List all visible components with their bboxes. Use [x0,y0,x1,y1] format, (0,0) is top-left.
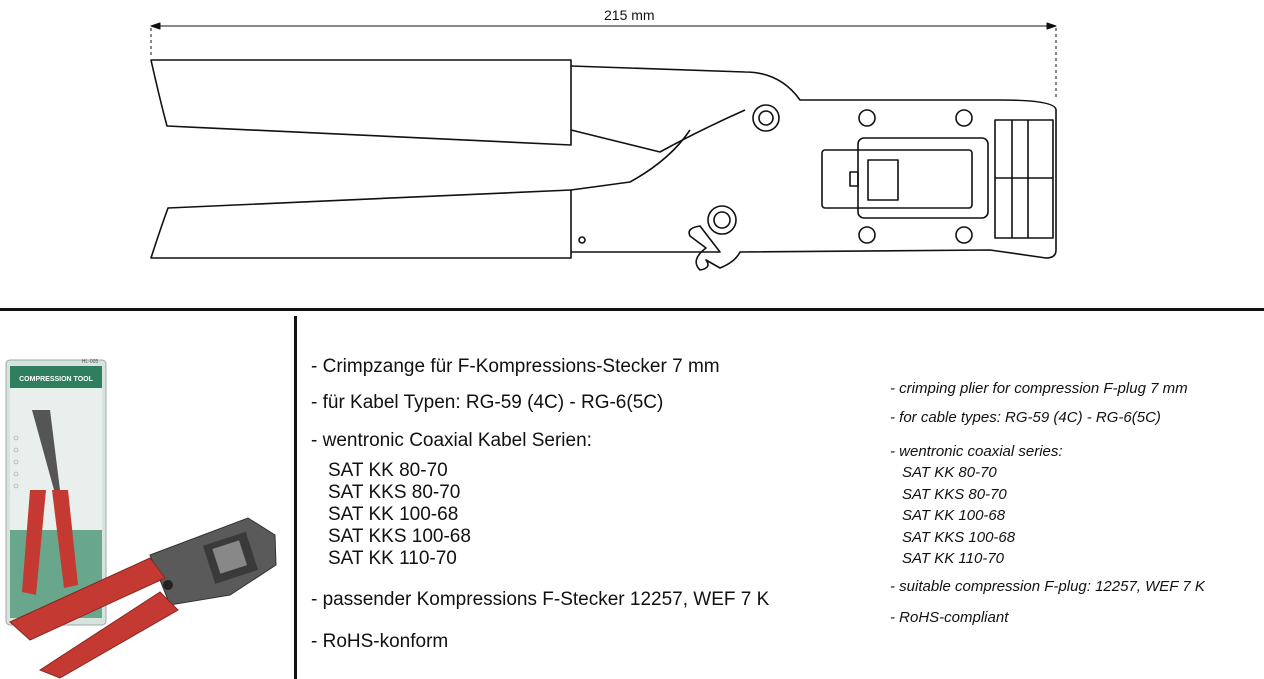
english-item-cable-types: - for cable types: RG-59 (4C) - RG-6(5C) [890,409,1161,426]
dimension-line [150,22,1057,100]
packaging-card: COMPRESSION TOOL HL-005 [5,359,107,626]
list-item: SAT KKS 100-68 [902,528,1016,546]
crimp-head-frame [821,149,973,209]
list-item: SAT KK 80-70 [328,460,448,481]
upper-handle [150,59,572,146]
list-item: SAT KKS 100-68 [328,526,471,547]
list-item: SAT KK 110-70 [902,550,1004,567]
german-series-list: SAT KK 80-70 SAT KKS 80-70 SAT KK 100-68… [328,460,471,570]
body-hole [955,226,973,244]
upper-lever-edge [570,109,746,153]
body-hole [858,109,876,127]
upper-pivot [752,104,780,132]
german-item-rohs: - RoHS-konform [311,631,449,652]
crimp-jaw [994,119,1054,239]
plier-technical-drawing: 215 mm [150,7,1057,271]
list-item: SAT KK 80-70 [902,464,997,481]
list-item: SAT KK 100-68 [328,504,459,525]
plier-body [570,65,1057,271]
tool-photo [9,517,277,679]
german-item-series-heading: - wentronic Coaxial Kabel Serien: [311,430,592,451]
svg-text:HL-005: HL-005 [82,359,99,365]
english-item-plier: - crimping plier for compression F-plug … [890,380,1188,397]
body-hole [858,226,876,244]
body-hole [955,109,973,127]
list-item: SAT KKS 80-70 [328,482,461,503]
english-series-list: SAT KK 80-70 SAT KKS 80-70 SAT KK 100-68… [902,462,1015,570]
english-item-series-heading: - wentronic coaxial series: [890,443,1063,460]
vertical-divider [294,316,297,679]
small-hole [578,236,586,244]
lower-handle [150,189,572,259]
lower-lever-edge [570,129,691,191]
german-item-plier: - Crimpzange für F-Kompressions-Stecker … [311,356,720,377]
list-item: SAT KK 100-68 [902,507,1006,524]
svg-text:COMPRESSION TOOL: COMPRESSION TOOL [19,376,93,383]
list-item: SAT KKS 80-70 [902,485,1007,503]
product-photo: COMPRESSION TOOL HL-005 [5,359,277,679]
dimension-label: 215 mm [604,7,655,23]
german-item-cable-types: - für Kabel Typen: RG-59 (4C) - RG-6(5C) [311,392,664,413]
english-item-plug: - suitable compression F-plug: 12257, WE… [890,578,1205,595]
list-item: SAT KK 110-70 [328,548,457,569]
lower-pivot [707,205,737,235]
german-item-plug: - passender Kompressions F-Stecker 12257… [311,589,770,610]
horizontal-divider [0,308,1264,311]
english-item-rohs: - RoHS-compliant [890,609,1009,626]
